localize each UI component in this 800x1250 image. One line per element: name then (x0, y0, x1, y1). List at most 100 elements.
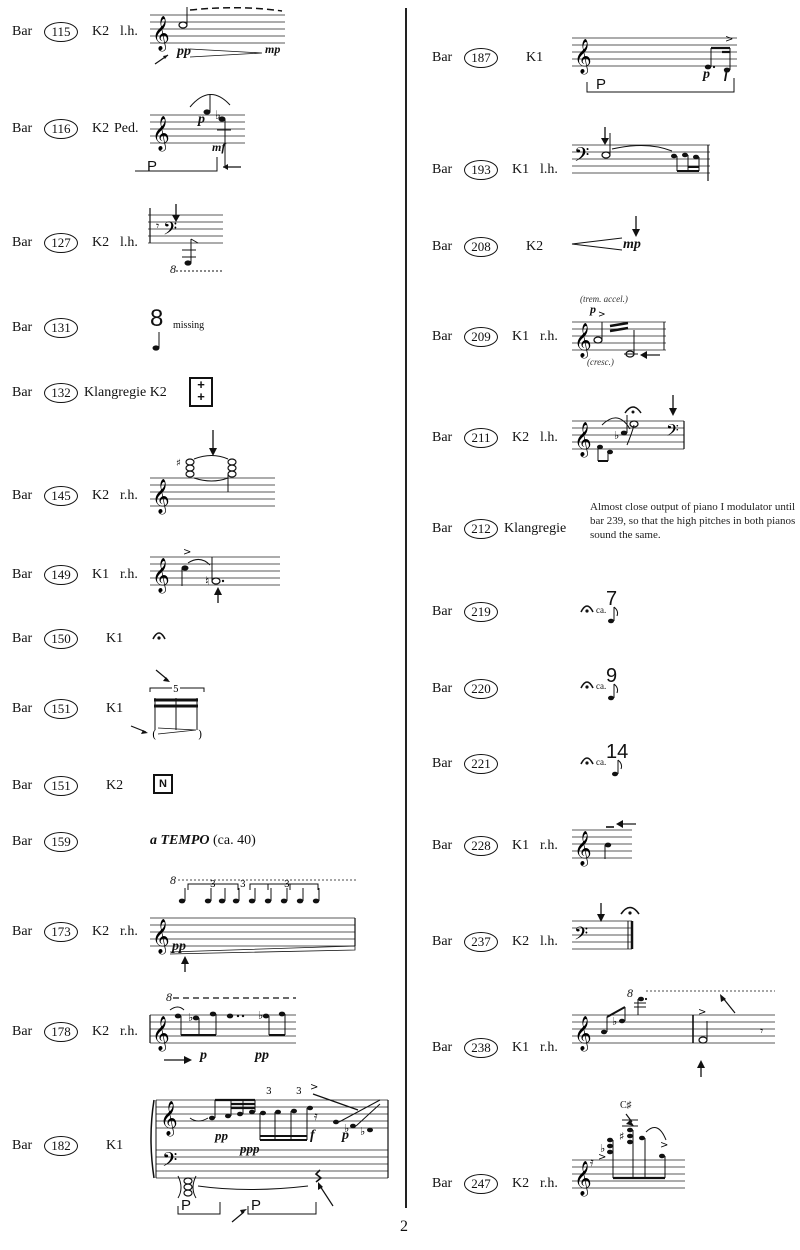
svg-text:): ) (198, 728, 202, 741)
svg-text:♮: ♮ (205, 574, 209, 588)
bar-number: 211 (464, 428, 498, 448)
instrument: K2 (92, 235, 110, 250)
staff-bar-116: 𝄞 ♭ (135, 94, 245, 172)
svg-text:♯: ♯ (176, 458, 181, 469)
staff-bar-127: 𝄢 𝄾 (148, 204, 223, 272)
dynamic-pp: pp (177, 44, 191, 59)
svg-text:𝄢: 𝄢 (163, 219, 177, 244)
staff-bar-209: 𝄞 > (572, 310, 666, 359)
fermata-icon (580, 605, 594, 613)
svg-text:𝄞: 𝄞 (574, 39, 592, 75)
hand: r.h. (120, 924, 138, 939)
svg-text:𝄢: 𝄢 (574, 924, 588, 949)
bar-label: Bar (12, 778, 33, 793)
svg-text:𝄞: 𝄞 (152, 16, 170, 52)
bar-label: Bar (432, 329, 453, 344)
svg-text:3: 3 (240, 880, 246, 890)
bar-number: 178 (44, 1022, 78, 1042)
bar-number: 212 (464, 519, 498, 539)
instrument: Klangregie K2 (84, 385, 167, 400)
staff-bar-247: 𝄞 >♭ ♯ > 𝄿 (572, 1113, 685, 1197)
bar-label: Bar (12, 924, 33, 939)
bar-label: Bar (432, 50, 453, 65)
page-number: 2 (400, 1218, 408, 1235)
ottava-8: 8 (627, 986, 633, 1000)
instrument: K2 (92, 1024, 110, 1039)
ca-duration: 9 (606, 665, 618, 687)
svg-text:♭: ♭ (612, 1015, 617, 1028)
instrument: K1 (512, 329, 530, 344)
bar-label: Bar (432, 838, 453, 853)
bar-label: Bar (432, 1040, 453, 1055)
svg-text:♭: ♭ (360, 1125, 365, 1138)
dynamic-p: p (703, 67, 710, 82)
bar-number: 151 (44, 776, 78, 796)
dynamic-pp: pp (255, 1048, 269, 1063)
eighth-note-icon (608, 606, 619, 624)
svg-text:>: > (598, 1152, 606, 1163)
instrument: K1 (526, 50, 544, 65)
bar-number: 159 (44, 832, 78, 852)
bar-number: 127 (44, 233, 78, 253)
pedal-label: Ped. (114, 121, 139, 136)
bar-number: 238 (464, 1038, 498, 1058)
tuplet-bar-151: 5 () (130, 669, 205, 741)
instrument: K2 (512, 934, 530, 949)
bar-label: Bar (12, 385, 33, 400)
quarter-note-icon (152, 332, 160, 351)
svg-text:♯: ♯ (619, 1130, 624, 1143)
bar-number: 228 (464, 836, 498, 856)
svg-text:3: 3 (296, 1087, 302, 1097)
ca-duration: 7 (606, 588, 618, 610)
instrument: K2 (92, 121, 110, 136)
missing-label: missing (173, 320, 205, 331)
staff-bar-149: 𝄞 > ♮ (150, 547, 280, 603)
bar-label: Bar (432, 756, 453, 771)
box-n-icon: N (153, 774, 173, 794)
ottava-8: 8 (170, 873, 176, 887)
hand: l.h. (120, 24, 138, 39)
instrument: Klangregie (504, 521, 567, 536)
cresc-label: (cresc.) (587, 357, 614, 367)
dynamic-p: p (590, 302, 596, 316)
bar-label: Bar (432, 162, 453, 177)
svg-text:𝄞: 𝄞 (152, 919, 170, 955)
hand: l.h. (540, 162, 558, 177)
svg-text:𝄿: 𝄿 (314, 1109, 318, 1123)
pedal-letter: P (147, 158, 158, 175)
svg-text:𝄞: 𝄞 (152, 116, 170, 152)
svg-text:♭: ♭ (600, 1142, 605, 1155)
svg-text:𝄞: 𝄞 (574, 1161, 592, 1197)
bar-label: Bar (12, 488, 33, 503)
ottava-8: 8 (166, 990, 172, 1004)
bar-number: 187 (464, 48, 498, 68)
bar-label: Bar (432, 604, 453, 619)
tempo-text: a TEMPO (150, 833, 210, 848)
bar-label: Bar (12, 235, 33, 250)
hand: r.h. (540, 838, 558, 853)
c-sharp-label: C♯ (620, 1100, 632, 1111)
instrument: K2 (92, 488, 110, 503)
staff-bar-228: 𝄞 (572, 820, 636, 867)
instrument: K2 (106, 778, 124, 793)
dynamic-mf: mf (212, 140, 226, 154)
eighth-note-icon (608, 683, 619, 701)
instrument: K2 (512, 1176, 530, 1191)
staff-bar-193: 𝄢 (572, 127, 710, 181)
dynamic-mp: mp (265, 42, 281, 56)
dynamic-p: p (200, 1048, 207, 1063)
pedal-letter: P (181, 1197, 192, 1214)
instrument: K2 (92, 24, 110, 39)
dynamic-f: f (310, 1128, 315, 1143)
bar-number: 173 (44, 922, 78, 942)
staff-bar-145: 𝄞 ♯ (150, 430, 275, 515)
instrument: K2 (512, 430, 530, 445)
fermata-icon (580, 681, 594, 689)
bar-number: 219 (464, 602, 498, 622)
ca-label: ca. (596, 681, 607, 691)
svg-text:𝄾: 𝄾 (156, 219, 159, 233)
bar-label: Bar (432, 1176, 453, 1191)
svg-text:5: 5 (173, 685, 179, 695)
bar-number: 247 (464, 1174, 498, 1194)
